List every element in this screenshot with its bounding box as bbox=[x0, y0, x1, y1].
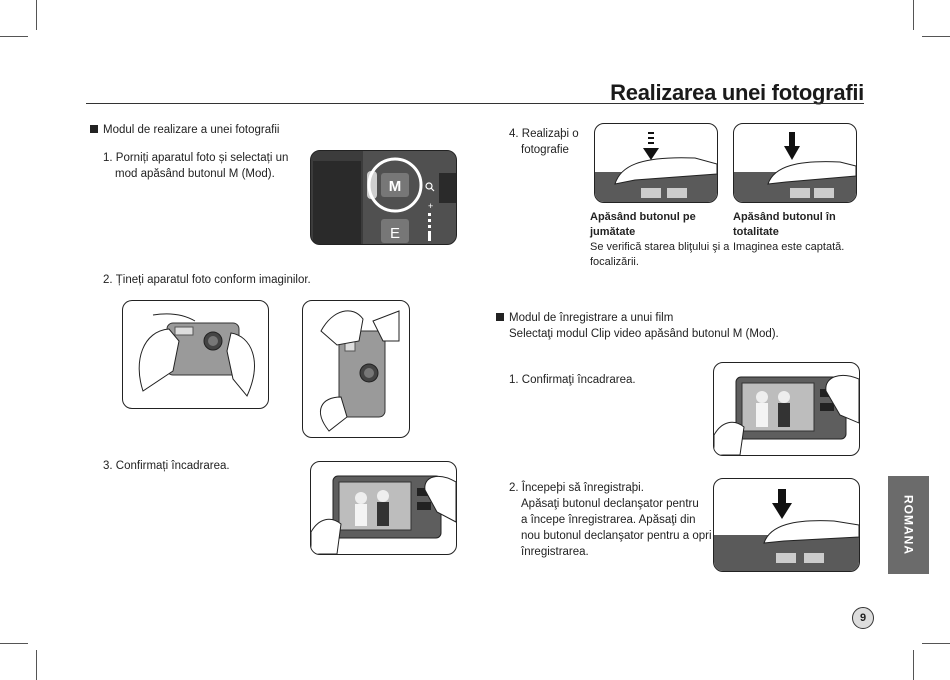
page-title: Realizarea unei fotografii bbox=[610, 80, 864, 105]
half-press-text: Se verifică starea bliţului şi a bbox=[590, 241, 730, 253]
crop-mark bbox=[922, 36, 950, 37]
step-1-line: mod apăsând butonul M (Mod). bbox=[115, 168, 275, 180]
full-press-text: Imaginea este captată. bbox=[733, 241, 845, 253]
movie-framing-illustration bbox=[714, 375, 859, 455]
language-side-tab-label: ROMANA bbox=[901, 495, 916, 555]
mode-dial-e-label: E bbox=[390, 225, 400, 242]
movie-step-2-line: nou butonul declanşator pentru a opri bbox=[521, 530, 712, 542]
crop-mark bbox=[0, 36, 28, 37]
step-4: 4. Realizaþi o fotografie bbox=[509, 126, 579, 158]
half-press-illustration bbox=[595, 132, 717, 202]
hold-camera-vertical-illustration bbox=[319, 310, 400, 432]
movie-select-text: Selectaţi modul Clip video apăsând buton… bbox=[509, 328, 779, 340]
movie-step-2: 2. Începeþi să înregistraþi. Apăsaţi but… bbox=[509, 480, 712, 560]
bullet-square-icon bbox=[90, 125, 98, 133]
movie-step-2-line: 2. Începeþi să înregistraþi. bbox=[509, 482, 644, 494]
movie-step-2-line: înregistrarea. bbox=[521, 546, 589, 558]
step-3: 3. Confirmați încadrarea. bbox=[103, 460, 230, 472]
page-number: 9 bbox=[852, 607, 874, 629]
title-rule bbox=[86, 103, 864, 104]
bullet-square-icon bbox=[496, 313, 504, 321]
hold-camera-horizontal-illustration bbox=[138, 313, 255, 397]
mode-dial-m-label: M bbox=[389, 178, 402, 195]
section-heading-photo: Modul de realizare a unei fotografii bbox=[90, 122, 279, 138]
half-press-heading: Apăsând butonul pe jumătate bbox=[590, 211, 696, 238]
step-2: 2. Țineți aparatul foto conform imaginil… bbox=[103, 274, 311, 286]
confirm-framing-illustration bbox=[311, 475, 456, 554]
crop-mark bbox=[913, 650, 914, 680]
half-press-text: focalizării. bbox=[590, 256, 639, 268]
crop-mark bbox=[922, 643, 950, 644]
record-press-illustration bbox=[714, 489, 859, 571]
mode-dial-illustration: M E + bbox=[311, 151, 456, 244]
movie-framing-figure bbox=[713, 362, 860, 456]
section-heading-text: Modul de realizare a unei fotografii bbox=[103, 124, 280, 136]
crop-mark bbox=[0, 643, 28, 644]
full-press-arrow-icon bbox=[784, 146, 800, 160]
zoom-plus-label: + bbox=[428, 201, 433, 211]
crop-mark bbox=[913, 0, 914, 30]
section-heading-text: Modul de înregistrare a unui film bbox=[509, 312, 674, 324]
full-press-heading: Apăsând butonul în totalitate bbox=[733, 211, 836, 238]
half-arrow-dash bbox=[648, 137, 654, 139]
language-side-tab: ROMANA bbox=[888, 476, 929, 574]
hold-camera-horizontal-figure bbox=[122, 300, 269, 409]
half-arrow-dash bbox=[648, 132, 654, 134]
hold-camera-vertical-figure bbox=[302, 300, 410, 438]
confirm-framing-figure bbox=[310, 461, 457, 555]
step-4-line: 4. Realizaþi o bbox=[509, 128, 579, 140]
movie-step-2-line: a începe înregistrarea. Apăsaţi din bbox=[521, 514, 696, 526]
full-press-figure bbox=[733, 123, 857, 203]
crop-mark bbox=[36, 650, 37, 680]
half-arrow-dash bbox=[648, 142, 654, 144]
mode-dial-figure: M E + bbox=[310, 150, 457, 245]
step-1: 1. Porniți aparatul foto și selectați un… bbox=[103, 150, 288, 182]
half-press-arrow-icon bbox=[643, 148, 659, 160]
full-press-caption: Apăsând butonul în totalitate Imaginea e… bbox=[733, 210, 873, 255]
section-heading-movie: Modul de înregistrare a unui film bbox=[496, 310, 673, 326]
half-press-figure bbox=[594, 123, 718, 203]
full-press-illustration bbox=[734, 132, 856, 202]
half-press-caption: Apăsând butonul pe jumătate Se verifică … bbox=[590, 210, 730, 270]
movie-step-2-line: Apăsaţi butonul declanşator pentru bbox=[521, 498, 699, 510]
step-1-line: 1. Porniți aparatul foto și selectați un bbox=[103, 152, 289, 164]
movie-step-1: 1. Confirmaţi încadrarea. bbox=[509, 374, 636, 386]
crop-mark bbox=[36, 0, 37, 30]
step-4-line: fotografie bbox=[521, 144, 569, 156]
record-press-arrow-icon bbox=[772, 503, 792, 519]
record-press-figure bbox=[713, 478, 860, 572]
